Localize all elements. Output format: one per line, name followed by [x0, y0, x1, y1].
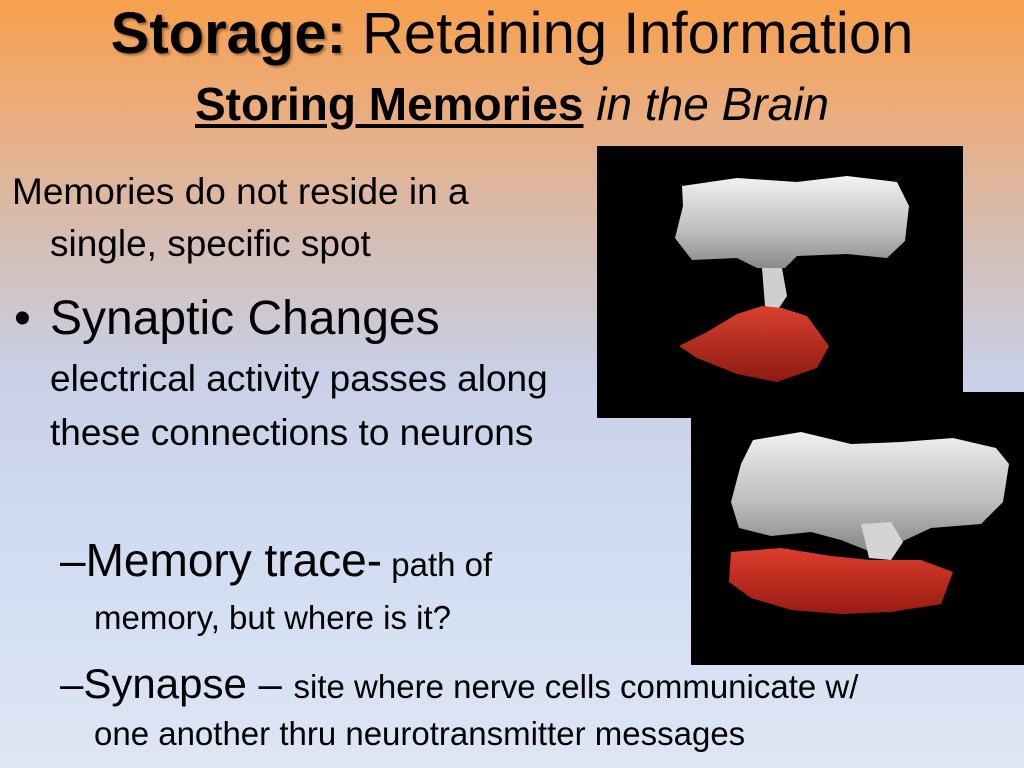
title-retaining-information: Retaining Information: [345, 1, 914, 66]
sub-item-term: Synapse –: [83, 660, 294, 707]
brain-scan-image-bottom: [691, 392, 1024, 665]
sub-item-memory-trace: –Memory trace- path of memory, but where…: [60, 532, 580, 636]
sub-item-desc: path of: [382, 546, 493, 583]
intro-text: Memories do not reside in a single, spec…: [12, 166, 602, 270]
bullet-body: electrical activity passes along these c…: [50, 358, 548, 453]
brain-structure-icon: [729, 432, 1009, 614]
bullet-dot-icon: •: [14, 292, 31, 345]
bullet-heading: Synaptic Changes: [50, 292, 440, 345]
intro-line-1: Memories do not reside in a: [12, 171, 469, 212]
subtitle-in-the-brain: in the Brain: [583, 78, 829, 130]
sub-item-desc-line-2: one another thru neurotransmitter messag…: [94, 715, 746, 752]
sub-item-synapse: –Synapse – site where nerve cells commun…: [60, 658, 1020, 752]
sub-item-desc-line-2: memory, but where is it?: [94, 599, 452, 636]
subtitle-storing-memories: Storing Memories: [195, 78, 584, 130]
sub-item-desc: site where nerve cells communicate w/: [293, 668, 859, 705]
sub-item-dash: –: [60, 660, 84, 707]
intro-line-2: single, specific spot: [50, 223, 371, 264]
title-storage: Storage:: [110, 1, 346, 66]
brain-structure-icon: [675, 176, 909, 382]
brain-scan-image-top: [597, 146, 963, 418]
slide-title: Storage: Retaining Information: [0, 2, 1024, 66]
sub-item-dash: –: [60, 534, 86, 586]
sub-item-term: Memory trace-: [85, 534, 383, 586]
slide-subtitle: Storing Memories in the Brain: [0, 78, 1024, 130]
